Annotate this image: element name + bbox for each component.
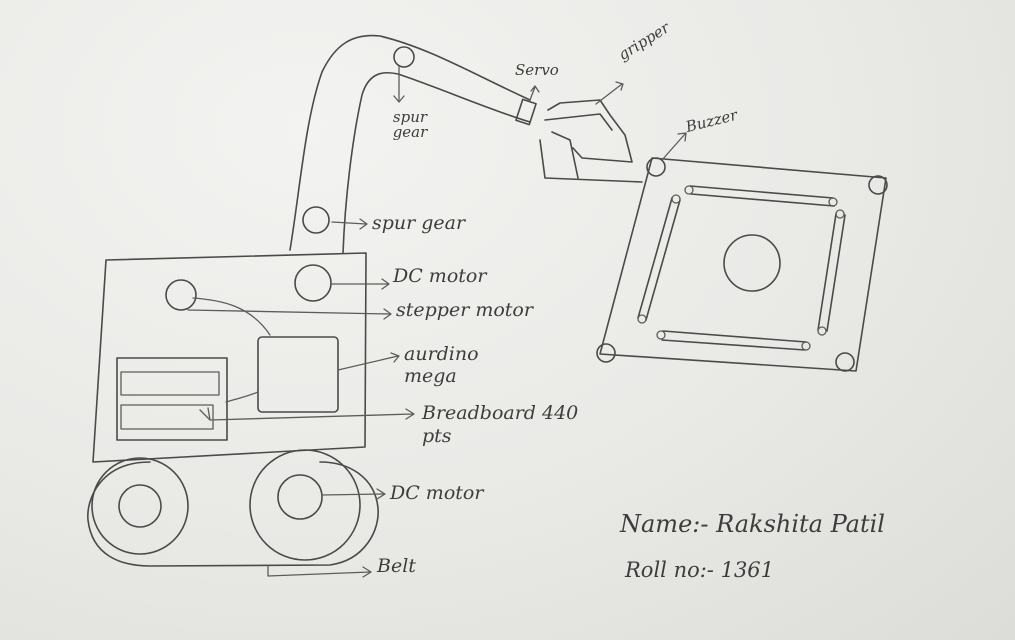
label-dc-motor-top: DC motor [393,267,486,286]
label-breadboard: Breadboard 440 pts [422,402,582,448]
label-arduino-mega: aurdino mega [404,344,494,388]
roll-number: Roll no:- 1361 [625,560,774,581]
spur-gear-top-icon [394,47,414,67]
spur-gear-top-arrow [394,67,404,102]
arduino-mega-icon [258,337,338,412]
belt-arrow [268,566,371,577]
label-servo: Servo [515,63,559,78]
servo-gripper [516,82,642,182]
dc-motor-top-icon [295,265,331,301]
gripper-arrow [596,82,623,104]
stepper-motor-icon [166,280,196,310]
buzzer-arrow [662,133,686,160]
tracks [88,450,385,577]
label-stepper-motor: stepper motor [396,301,533,320]
label-belt: Belt [377,557,416,576]
spur-gear-mid-icon [303,207,329,233]
spur-gear-mid-arrow [332,219,367,229]
dc-motor-bottom-icon [278,475,322,519]
label-spur-gear-mid: spur gear [372,214,465,233]
label-spur-gear-top: spur gear [380,110,440,140]
robot-base [93,253,414,462]
label-dc-motor-bottom: DC motor [390,484,483,503]
buzzer-board [597,133,887,371]
breadboard-icon [117,358,227,440]
student-name: Name:- Rakshita Patil [620,512,885,536]
